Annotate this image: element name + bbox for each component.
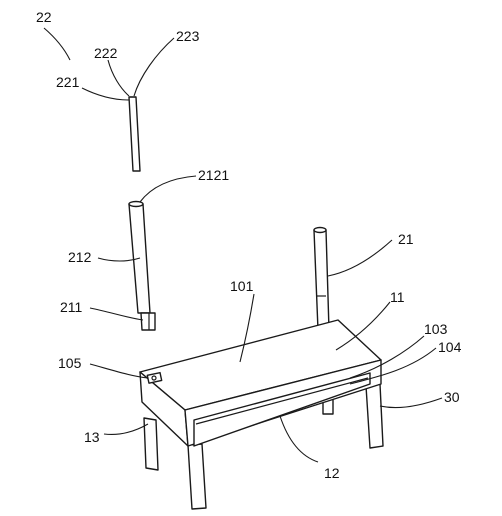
leader-30 [379, 397, 443, 409]
label-101: 101 [230, 278, 254, 294]
middle-rod-foot [140, 312, 156, 331]
leader-211 [89, 307, 144, 321]
label-223: 223 [176, 28, 200, 44]
leader-105 [89, 363, 149, 379]
middle-rod-top [128, 200, 144, 208]
leader-13 [103, 423, 149, 436]
label-212: 212 [68, 249, 92, 265]
leader-101 [239, 293, 255, 363]
leader-212 [97, 257, 141, 262]
label-222: 222 [94, 45, 118, 61]
leader-223 [133, 37, 175, 97]
top-switch-dot [151, 375, 157, 381]
label-12: 12 [324, 465, 340, 481]
label-11: 11 [390, 289, 405, 305]
label-104: 104 [438, 339, 462, 355]
leg-front-middle [187, 443, 207, 510]
upright-post [313, 226, 330, 331]
table [139, 319, 384, 510]
label-13: 13 [84, 429, 100, 445]
label-221: 221 [56, 74, 80, 90]
upright-post-top [313, 226, 327, 234]
middle-rod [128, 200, 156, 331]
label-105: 105 [58, 355, 82, 371]
leader-22 [43, 27, 71, 61]
leg-right [365, 383, 384, 449]
leader-2121 [139, 175, 197, 203]
top-pin-body [128, 96, 141, 172]
reference-numerals: 22 222 223 221 2121 212 211 21 101 11 10… [36, 9, 462, 481]
label-22: 22 [36, 9, 52, 25]
leader-221 [81, 87, 130, 101]
drawer-inner-edge [195, 377, 369, 425]
leader-12 [279, 415, 319, 463]
label-2121: 2121 [198, 167, 229, 183]
leader-222 [107, 59, 130, 97]
top-switch [146, 371, 163, 384]
leader-104 [349, 347, 437, 385]
label-30: 30 [444, 389, 460, 405]
top-pin [128, 96, 141, 172]
label-211: 211 [60, 299, 83, 315]
label-21: 21 [398, 231, 414, 247]
upright-post-body [313, 229, 330, 331]
leader-21 [327, 239, 393, 277]
leg-front-left [143, 417, 159, 471]
drawer-opening [193, 372, 371, 447]
leader-lines [43, 27, 443, 463]
leader-11 [335, 301, 391, 351]
leader-103 [349, 335, 425, 379]
label-103: 103 [424, 321, 448, 337]
